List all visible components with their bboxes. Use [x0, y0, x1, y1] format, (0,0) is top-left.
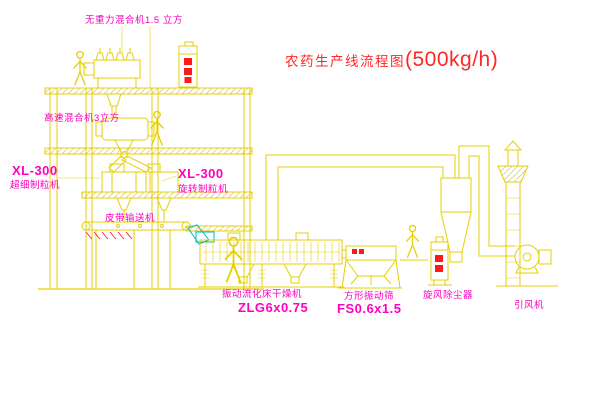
- base-hatch-red: [85, 231, 133, 240]
- granulator-right: [147, 163, 179, 222]
- high-speed-mixer-label: 高速混合机3立方: [44, 112, 120, 124]
- gravity-mixer-label: 无重力混合机1.5 立方: [85, 14, 183, 26]
- exhaust-stack: [497, 140, 529, 287]
- outlet-duct: [458, 145, 515, 257]
- worker-figure-screen: [405, 224, 420, 258]
- building-frame: [44, 26, 253, 289]
- control-cabinet: [428, 236, 452, 286]
- dryer-model-label: ZLG6x0.75: [238, 300, 308, 315]
- cyclone-separator: [440, 177, 472, 263]
- granulator-mid-name-label: 旋转制粒机: [178, 183, 228, 195]
- vibrating-screen: [338, 245, 402, 289]
- granulator-left-name-label: 超细制粒机: [10, 179, 60, 191]
- cyclone-label: 旋风除尘器: [423, 289, 473, 301]
- granulator-left: [58, 163, 147, 222]
- screen-name-label: 方形振动筛: [344, 290, 394, 302]
- diagram-title: 农药生产线流程图(500kg/h): [285, 48, 498, 71]
- screen-model-label: FS0.6x1.5: [337, 301, 402, 316]
- granulator-mid-model-label: XL-300: [178, 166, 224, 181]
- worker-figure-floor2: [150, 110, 164, 146]
- belt-conveyor: [81, 221, 191, 289]
- main-duct: [265, 154, 456, 240]
- cabinet-text-marks: [184, 58, 192, 83]
- fan-label: 引风机: [514, 299, 544, 311]
- induced-draft-fan: [514, 244, 552, 274]
- screen-dim-marks: [352, 249, 364, 254]
- hoist-cabinet: [178, 41, 198, 88]
- granulator-left-model-label: XL-300: [12, 163, 58, 178]
- gravity-mixer: [83, 26, 141, 118]
- y-chute: [108, 152, 152, 173]
- fluidbed-dryer: [198, 232, 344, 288]
- dryer-name-label: 振动流化床干燥机: [222, 288, 302, 300]
- cabinet2-text-marks: [435, 255, 443, 272]
- belt-conveyor-label: 皮带输送机: [105, 212, 155, 224]
